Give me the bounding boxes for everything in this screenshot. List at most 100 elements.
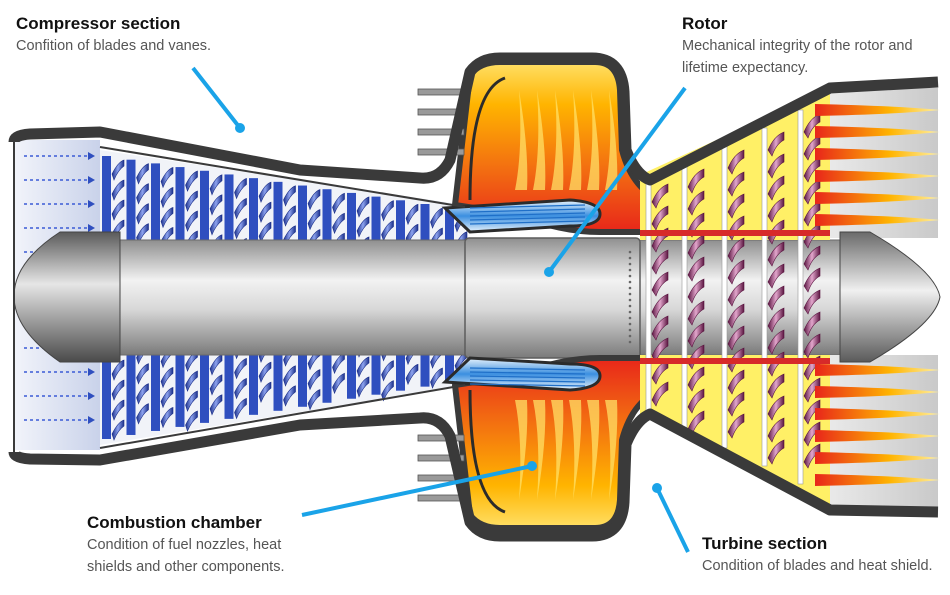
- callout-line-turbine: [655, 487, 690, 553]
- compressor-blade: [234, 218, 247, 240]
- compressor-blade: [111, 159, 125, 181]
- turbine-blades: [640, 109, 840, 485]
- compressor-blade: [111, 399, 125, 421]
- compressor-blade: [209, 394, 223, 416]
- turbine-stator: [721, 145, 728, 449]
- rotor-vent-hole: [628, 292, 632, 296]
- turbine-blade: [767, 373, 785, 399]
- turbine-blade: [651, 205, 669, 231]
- combustion-liner-top: [468, 76, 506, 201]
- label-title: Rotor: [682, 14, 728, 33]
- cooling-air-line: [469, 204, 586, 209]
- rotor-vent-hole: [628, 304, 632, 308]
- rotor-vent-hole: [628, 322, 632, 326]
- compressor-blade: [283, 385, 296, 407]
- turbine-blade: [727, 281, 745, 307]
- cooling-air-line: [469, 216, 586, 221]
- fuel-nozzle: [417, 434, 465, 442]
- cooling-air-line: [469, 379, 586, 383]
- rotor-vent-hole: [628, 250, 632, 254]
- turbine-blade: [803, 289, 821, 315]
- combustion-flames-bottom: [515, 400, 618, 500]
- combustion-flames-top: [515, 90, 618, 190]
- airflow-arrow-icon: [88, 392, 95, 400]
- flame-tongue: [515, 90, 528, 190]
- turbine-blade: [651, 359, 669, 385]
- compressor-blade: [381, 380, 394, 402]
- airflow-arrow-icon: [88, 152, 95, 160]
- exhaust-flame: [815, 364, 940, 376]
- airflow-arrow-icon: [88, 224, 95, 232]
- turbine-blade: [767, 329, 785, 355]
- compressor-blade: [136, 163, 149, 185]
- outer-casing-bottom: [8, 408, 939, 542]
- callout-dot-icon: [235, 123, 245, 133]
- cooling-air-line: [469, 208, 586, 213]
- compressor-blade: [356, 196, 370, 218]
- turbine-blade: [727, 325, 745, 351]
- label-title: Compressor section: [16, 14, 181, 33]
- turbine-blade: [651, 315, 669, 341]
- cooling-air-line: [469, 212, 586, 217]
- compressor-blade: [111, 359, 125, 381]
- exhaust-flame: [815, 430, 940, 442]
- compressor-blade: [356, 356, 370, 378]
- turbine-stator: [681, 164, 688, 431]
- cooling-air-line: [469, 383, 586, 387]
- turbine-blade: [803, 201, 821, 227]
- turbine-blade: [727, 171, 745, 197]
- flame-tongue: [515, 400, 528, 500]
- flame-tongue: [551, 400, 564, 500]
- compressor-blade: [136, 383, 149, 405]
- turbine-blade: [803, 443, 821, 469]
- airflow-arrow-icon: [88, 416, 95, 424]
- turbine-blade: [803, 179, 821, 205]
- rotor-vent-hole: [628, 262, 632, 266]
- turbine-blade: [687, 278, 705, 304]
- compressor-blade: [160, 366, 174, 389]
- callout-line-combustion: [301, 464, 533, 517]
- turbine-blade: [651, 381, 669, 407]
- compressor-blade: [258, 221, 272, 244]
- exhaust-flame: [815, 474, 940, 486]
- casing-inner-line-bottom: [99, 384, 466, 449]
- label-description: Condition of fuel nozzles, heat shields …: [87, 537, 285, 575]
- flame-tongue: [551, 90, 564, 190]
- turbine-blade: [803, 135, 821, 161]
- turbine-stator: [761, 127, 768, 467]
- compressor-blade: [185, 410, 198, 432]
- compressor-blade: [405, 363, 419, 386]
- flame-tongue: [587, 400, 600, 500]
- callout-dot-icon: [527, 461, 537, 471]
- exhaust-flames: [815, 104, 940, 486]
- compressor-blade: [332, 372, 345, 395]
- turbine-blade: [687, 190, 705, 216]
- compressor-blade: [234, 198, 247, 220]
- turbine-blade: [767, 263, 785, 289]
- turbine-blade: [803, 157, 821, 183]
- compressor-blade: [234, 398, 247, 420]
- rotor-drum: [464, 237, 641, 359]
- compressor-blade: [258, 181, 272, 204]
- compressor-blade: [185, 350, 198, 372]
- callout-dot-icon: [544, 267, 554, 277]
- turbine-blade: [727, 193, 745, 219]
- turbine-blade: [803, 311, 821, 337]
- label-rotor: Rotor Mechanical integrity of the rotor …: [682, 13, 942, 79]
- turbine-stator: [645, 179, 652, 416]
- flame-tongue: [587, 90, 600, 190]
- compressor-blade: [209, 194, 223, 216]
- turbine-blade: [651, 293, 669, 319]
- turbine-blade: [767, 395, 785, 421]
- exhaust-flame: [815, 170, 940, 182]
- compressor-blade: [209, 354, 223, 376]
- compressor-blade: [185, 210, 198, 232]
- compressor-blade: [234, 378, 247, 400]
- airflow-arrow-icon: [88, 176, 95, 184]
- rotor-vent-hole: [628, 340, 632, 344]
- exhaust-flame: [815, 408, 940, 420]
- airflow-arrow-icon: [88, 200, 95, 208]
- compressor-blade: [258, 201, 272, 224]
- exhaust-flame: [815, 148, 940, 160]
